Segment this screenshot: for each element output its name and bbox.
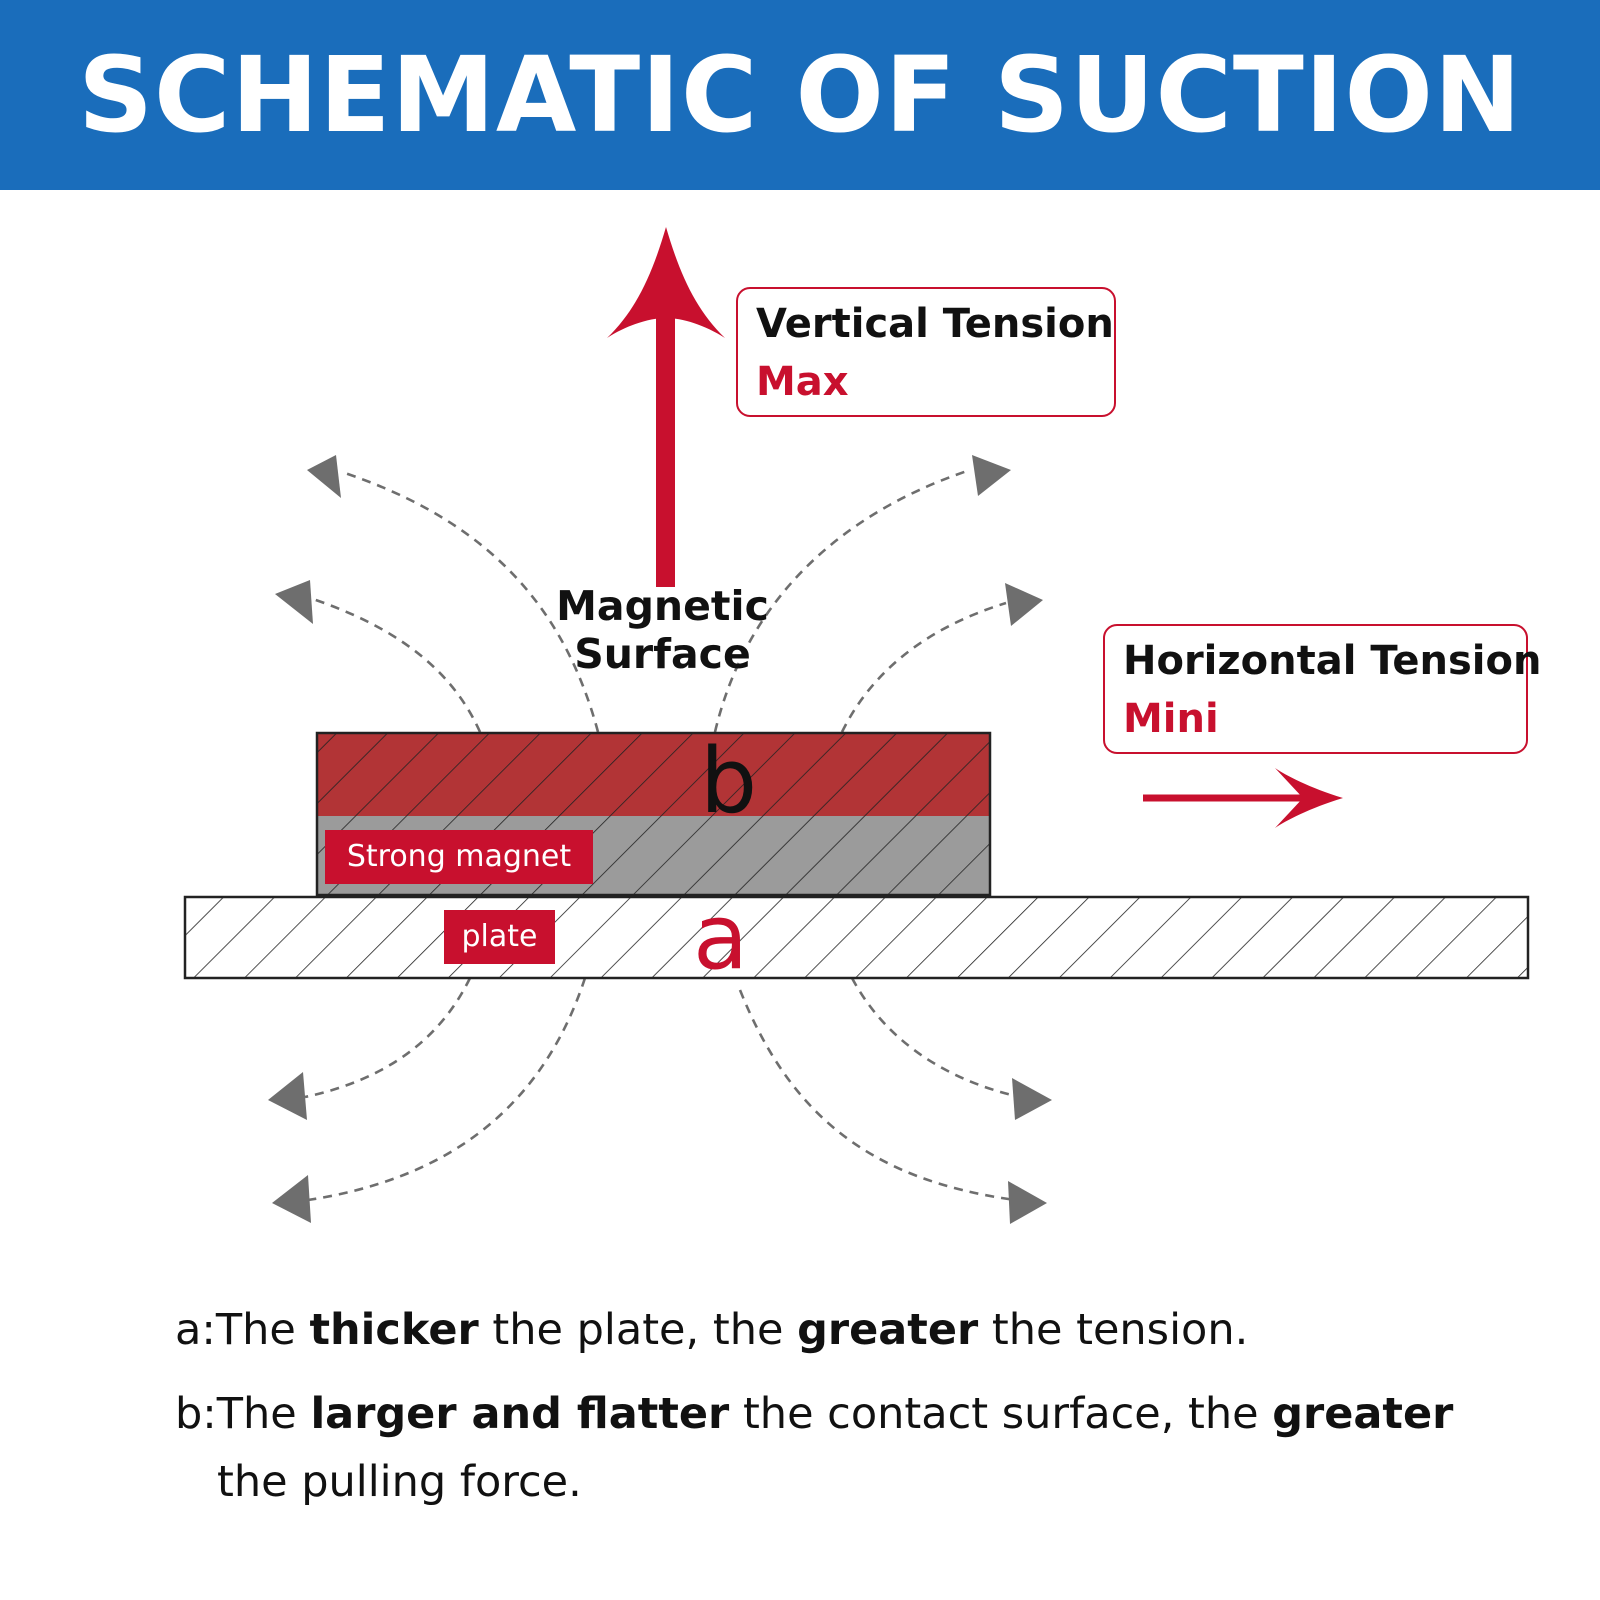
field-arrowheads xyxy=(268,455,1052,1224)
field-arrowhead-4 xyxy=(1005,583,1043,626)
field-lines xyxy=(304,468,1021,1202)
vertical-tension-value: Max xyxy=(756,359,849,405)
label-a: a xyxy=(693,885,749,990)
horizontal-tension-arrow xyxy=(1143,768,1343,828)
plate-tag: plate xyxy=(444,910,555,964)
magnetic-surface-line2: Surface xyxy=(574,630,751,678)
field-line-upper-right-inner xyxy=(840,601,1007,733)
field-arrowhead-8 xyxy=(1008,1181,1047,1224)
note-a: a:The thicker the plate, the greater the… xyxy=(175,1295,1555,1365)
field-line-lower-right-inner xyxy=(850,977,1021,1099)
field-arrowhead-5 xyxy=(268,1072,307,1120)
note-b-text-2: the contact surface, the xyxy=(729,1389,1273,1439)
page-title: SCHEMATIC OF SUCTION xyxy=(78,34,1522,156)
note-a-text-2: the plate, the xyxy=(478,1305,798,1355)
strong-magnet-tag: Strong magnet xyxy=(325,830,593,884)
title-banner: SCHEMATIC OF SUCTION xyxy=(0,0,1600,190)
note-b-text-3: the pulling force. xyxy=(217,1457,582,1507)
field-line-lower-right-outer xyxy=(738,989,1016,1202)
field-arrowhead-1 xyxy=(307,455,341,498)
plate-bar xyxy=(183,895,1530,980)
note-a-text-3: the tension. xyxy=(978,1305,1249,1355)
label-b: b xyxy=(700,729,758,834)
note-a-bold-2: greater xyxy=(797,1305,979,1355)
note-b-bold-1: larger and flatter xyxy=(310,1389,730,1439)
field-arrowhead-7 xyxy=(1012,1078,1052,1120)
field-arrowhead-6 xyxy=(272,1175,311,1223)
horizontal-tension-box: Horizontal Tension Mini xyxy=(1103,624,1542,754)
field-line-lower-left-inner xyxy=(304,977,472,1099)
magnetic-surface-line1: Magnetic xyxy=(556,582,769,630)
field-line-lower-left-outer xyxy=(307,977,587,1202)
horizontal-tension-value: Mini xyxy=(1123,696,1219,742)
note-a-bold-1: thicker xyxy=(309,1305,479,1355)
field-arrowhead-3 xyxy=(972,455,1011,496)
note-b-text-1: b:The xyxy=(175,1389,311,1439)
note-b: b:The larger and flatter the contact sur… xyxy=(175,1379,1555,1515)
field-line-upper-right-outer xyxy=(713,468,971,733)
note-b-bold-2: greater xyxy=(1272,1389,1454,1439)
vertical-tension-label: Vertical Tension xyxy=(756,301,1114,347)
field-line-upper-left-outer xyxy=(341,470,600,733)
magnetic-surface-label: Magnetic Surface xyxy=(530,582,795,678)
vertical-tension-box: Vertical Tension Max xyxy=(736,287,1116,417)
horizontal-tension-label: Horizontal Tension xyxy=(1123,638,1542,684)
vertical-tension-arrow xyxy=(607,227,725,587)
note-a-text-1: a:The xyxy=(175,1305,310,1355)
notes: a:The thicker the plate, the greater the… xyxy=(175,1295,1555,1529)
field-line-upper-left-inner xyxy=(309,596,482,733)
field-arrowhead-2 xyxy=(275,580,313,624)
